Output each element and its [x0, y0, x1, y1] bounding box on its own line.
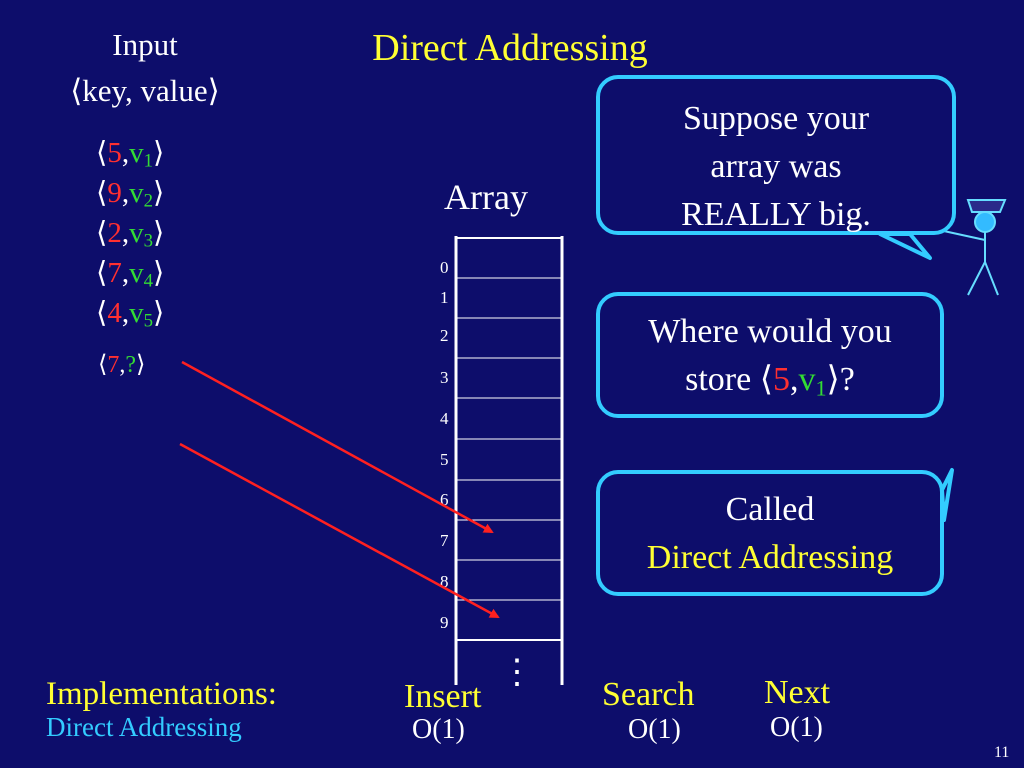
array-cells [456, 277, 562, 601]
input-heading-line2: ⟨key, value⟩ [70, 73, 220, 108]
search-arrow [179, 442, 500, 619]
array-index: 4 [440, 409, 449, 428]
array-ellipsis: ⋮ [500, 654, 534, 691]
query-key: 7 [107, 352, 120, 378]
op-next-name: Next [764, 674, 831, 711]
bubble-suppose-line2: array was [710, 148, 842, 185]
pair-item: ⟨5,v1⟩ [96, 137, 165, 172]
page-number: 11 [994, 744, 1010, 761]
input-heading: Input ⟨key, value⟩ [30, 22, 260, 114]
pair-item: ⟨4,v5⟩ [96, 297, 165, 332]
slide-title: Direct Addressing [372, 27, 648, 69]
array-index: 8 [440, 572, 449, 591]
pair-key: 4 [107, 297, 122, 329]
implementations-heading: Implementations: [46, 676, 277, 712]
array-index: 9 [440, 613, 449, 632]
pair-value: v2 [129, 177, 153, 212]
pair-list: ⟨5,v1⟩ ⟨9,v2⟩ ⟨2,v3⟩ ⟨7,v4⟩ ⟨4,v5⟩ [96, 133, 164, 333]
bubble-suppose: Suppose your array was REALLY big. [596, 75, 956, 235]
array-index: 6 [440, 490, 449, 509]
array-index: 5 [440, 450, 449, 469]
query-pair: ⟨7,?⟩ [98, 352, 146, 378]
array-index: 1 [440, 288, 449, 307]
implementations-value: Direct Addressing [46, 712, 242, 742]
pair-key: 5 [107, 137, 122, 169]
array-index: 2 [440, 326, 449, 345]
pair-value: v4 [129, 257, 153, 292]
array-frame [454, 236, 564, 685]
pair-value: v5 [129, 297, 153, 332]
pair-value: v3 [129, 217, 153, 252]
bubble-suppose-line3: REALLY big. [681, 196, 871, 233]
bubble-called: Called Direct Addressing [596, 470, 944, 596]
pair-value: v1 [129, 137, 153, 172]
op-search-cost: O(1) [628, 714, 681, 745]
insert-arrow [181, 360, 494, 534]
pair-item: ⟨9,v2⟩ [96, 177, 165, 212]
array-index: 0 [440, 258, 449, 277]
bubble-where-line2: store ⟨5,v1⟩? [685, 361, 855, 401]
array-index: 7 [440, 531, 449, 550]
op-search-name: Search [602, 676, 695, 713]
bubble-suppose-line1: Suppose your [682, 100, 870, 137]
pair-key: 2 [107, 217, 122, 249]
op-next-cost: O(1) [770, 712, 823, 743]
bubble-where-line1: Where would you [648, 313, 892, 350]
bubble-called-line2: Direct Addressing [646, 539, 894, 576]
bubble-called-line1: Called [725, 491, 815, 528]
query-value: ? [125, 352, 137, 378]
pair-item: ⟨2,v3⟩ [96, 217, 165, 252]
array-index: 3 [440, 368, 449, 387]
bubble-where: Where would you store ⟨5,v1⟩? [596, 292, 944, 418]
pair-item: ⟨7,v4⟩ [96, 257, 165, 292]
input-heading-line1: Input [112, 27, 178, 62]
op-insert-name: Insert [404, 678, 482, 715]
pair-key: 9 [107, 177, 122, 209]
pair-key: 7 [107, 257, 122, 289]
array-label: Array [444, 177, 528, 217]
op-insert-cost: O(1) [412, 714, 465, 745]
